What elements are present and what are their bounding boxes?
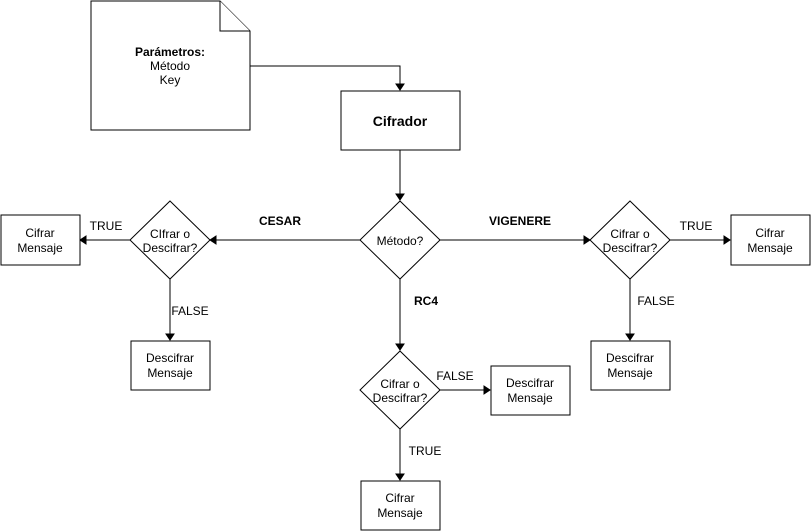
bottom-descifrar-line2: Mensaje	[507, 391, 553, 405]
bottom-decision: Cifrar o Descifrar?	[359, 350, 441, 430]
cifrador-label: Cifrador	[373, 113, 428, 129]
arrowhead	[395, 83, 405, 91]
cesar-label: CESAR	[259, 214, 301, 228]
left-cifrar-line1: Cifrar	[25, 226, 54, 240]
rc4-label: RC4	[414, 294, 438, 308]
params-note: Parámetros: Método Key	[90, 0, 251, 131]
left-true-label: TRUE	[90, 219, 123, 233]
right-descifrar-box: Descifrar Mensaje	[590, 340, 671, 391]
right-cifrar-box: Cifrar Mensaje	[730, 214, 811, 266]
left-descifrar-line2: Mensaje	[147, 366, 193, 380]
right-decision-line1: Cifrar o	[610, 227, 650, 241]
bottom-cifrar-line1: Cifrar	[385, 491, 414, 505]
arrowhead	[395, 473, 405, 481]
right-false-label: FALSE	[637, 294, 674, 308]
arrowhead	[625, 333, 635, 341]
params-title: Parámetros:	[135, 45, 205, 59]
left-cifrar-line2: Mensaje	[17, 241, 63, 255]
bottom-cifrar-box: Cifrar Mensaje	[360, 480, 441, 531]
arrowhead	[483, 385, 491, 395]
metodo-decision: Método?	[359, 200, 441, 280]
bottom-cifrar-line2: Mensaje	[377, 506, 423, 520]
bottom-decision-line2: Descifrar?	[373, 391, 428, 405]
vigenere-label: VIGENERE	[489, 214, 551, 228]
bottom-decision-line1: Cifrar o	[380, 377, 420, 391]
left-decision-line1: CIfrar o	[150, 227, 190, 241]
cifrador-box: Cifrador	[340, 90, 461, 151]
right-decision: Cifrar o Descifrar?	[589, 200, 671, 280]
bottom-true-label: TRUE	[409, 444, 442, 458]
params-method: Método	[150, 59, 190, 73]
right-descifrar-line1: Descifrar	[606, 351, 654, 365]
bottom-false-label: FALSE	[436, 369, 473, 383]
left-decision-line2: Descifrar?	[143, 241, 198, 255]
right-true-label: TRUE	[680, 219, 713, 233]
arrowhead	[395, 193, 405, 201]
right-descifrar-line2: Mensaje	[607, 366, 653, 380]
edge-params-cifrador	[250, 65, 401, 84]
arrowhead	[395, 343, 405, 351]
left-descifrar-box: Descifrar Mensaje	[130, 340, 211, 391]
bottom-descifrar-line1: Descifrar	[506, 376, 554, 390]
params-key: Key	[160, 73, 181, 87]
right-cifrar-line2: Mensaje	[747, 241, 793, 255]
left-false-label: FALSE	[171, 304, 208, 318]
metodo-label: Método?	[377, 234, 424, 248]
arrowhead	[723, 235, 731, 245]
right-cifrar-line1: Cifrar	[755, 226, 784, 240]
bottom-descifrar-box: Descifrar Mensaje	[490, 365, 571, 416]
left-cifrar-box: Cifrar Mensaje	[0, 214, 81, 266]
arrowhead	[209, 235, 217, 245]
arrowhead	[583, 235, 591, 245]
arrowhead	[165, 333, 175, 341]
left-decision: CIfrar o Descifrar?	[129, 200, 211, 280]
right-decision-line2: Descifrar?	[603, 241, 658, 255]
arrowhead	[79, 235, 87, 245]
left-descifrar-line1: Descifrar	[146, 351, 194, 365]
